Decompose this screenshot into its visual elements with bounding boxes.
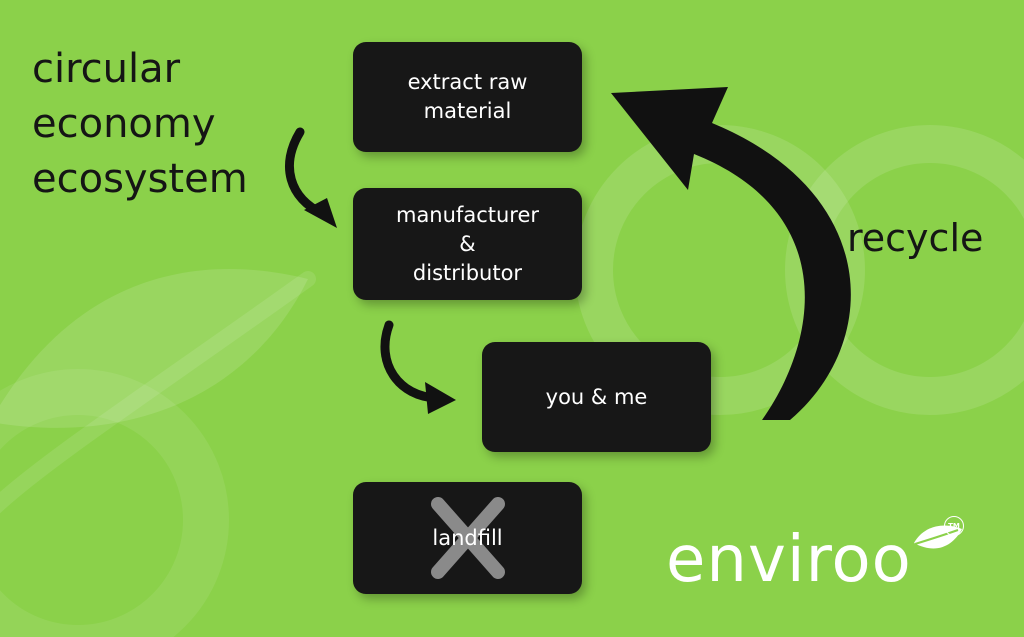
curved-arrow-right-head-icon bbox=[425, 382, 456, 414]
enviroo-logo: enviroo TM bbox=[666, 512, 986, 602]
extract-raw-material-line: extract raw bbox=[407, 70, 528, 94]
landfill-line: landfill bbox=[432, 525, 503, 550]
curved-arrow-down-head-icon bbox=[304, 198, 337, 228]
recycle-label: recycle bbox=[847, 216, 984, 260]
landfill-label: landfill bbox=[432, 524, 502, 553]
diagram-title-line: economy bbox=[32, 101, 216, 147]
extract-raw-material-label: extract raw material bbox=[408, 68, 528, 126]
diagram-title-line: ecosystem bbox=[32, 156, 248, 202]
diagram-title-line: circular bbox=[32, 46, 181, 92]
large-leaf-background-icon bbox=[0, 269, 308, 428]
landfill-box: landfill bbox=[353, 482, 582, 594]
trademark-badge: TM bbox=[944, 516, 964, 536]
curved-arrow-right-icon bbox=[380, 320, 442, 403]
extract-raw-material-box: extract raw material bbox=[353, 42, 582, 152]
extract-raw-material-line: material bbox=[423, 99, 512, 123]
leaf-logo-icon bbox=[914, 525, 962, 549]
manufacturer-distributor-label: manufacturer & distributor bbox=[396, 201, 539, 288]
manufacturer-distributor-line: manufacturer bbox=[395, 202, 540, 227]
manufacturer-distributor-line: distributor bbox=[412, 260, 523, 285]
enviroo-logo-text: enviroo bbox=[666, 523, 912, 597]
you-and-me-line: you & me bbox=[545, 384, 648, 409]
manufacturer-distributor-box: manufacturer & distributor bbox=[353, 188, 582, 300]
circle-background-icon bbox=[0, 369, 229, 637]
you-and-me-label: you & me bbox=[546, 383, 648, 412]
manufacturer-distributor-line: & bbox=[459, 231, 476, 256]
recycle-arrow-icon bbox=[611, 87, 851, 420]
leaf-stem-background-icon bbox=[0, 271, 316, 514]
curved-arrow-down-icon bbox=[285, 127, 328, 219]
diagram-title: circular economy ecosystem bbox=[32, 42, 292, 207]
you-and-me-box: you & me bbox=[482, 342, 711, 452]
cross-out-icon bbox=[431, 497, 505, 579]
